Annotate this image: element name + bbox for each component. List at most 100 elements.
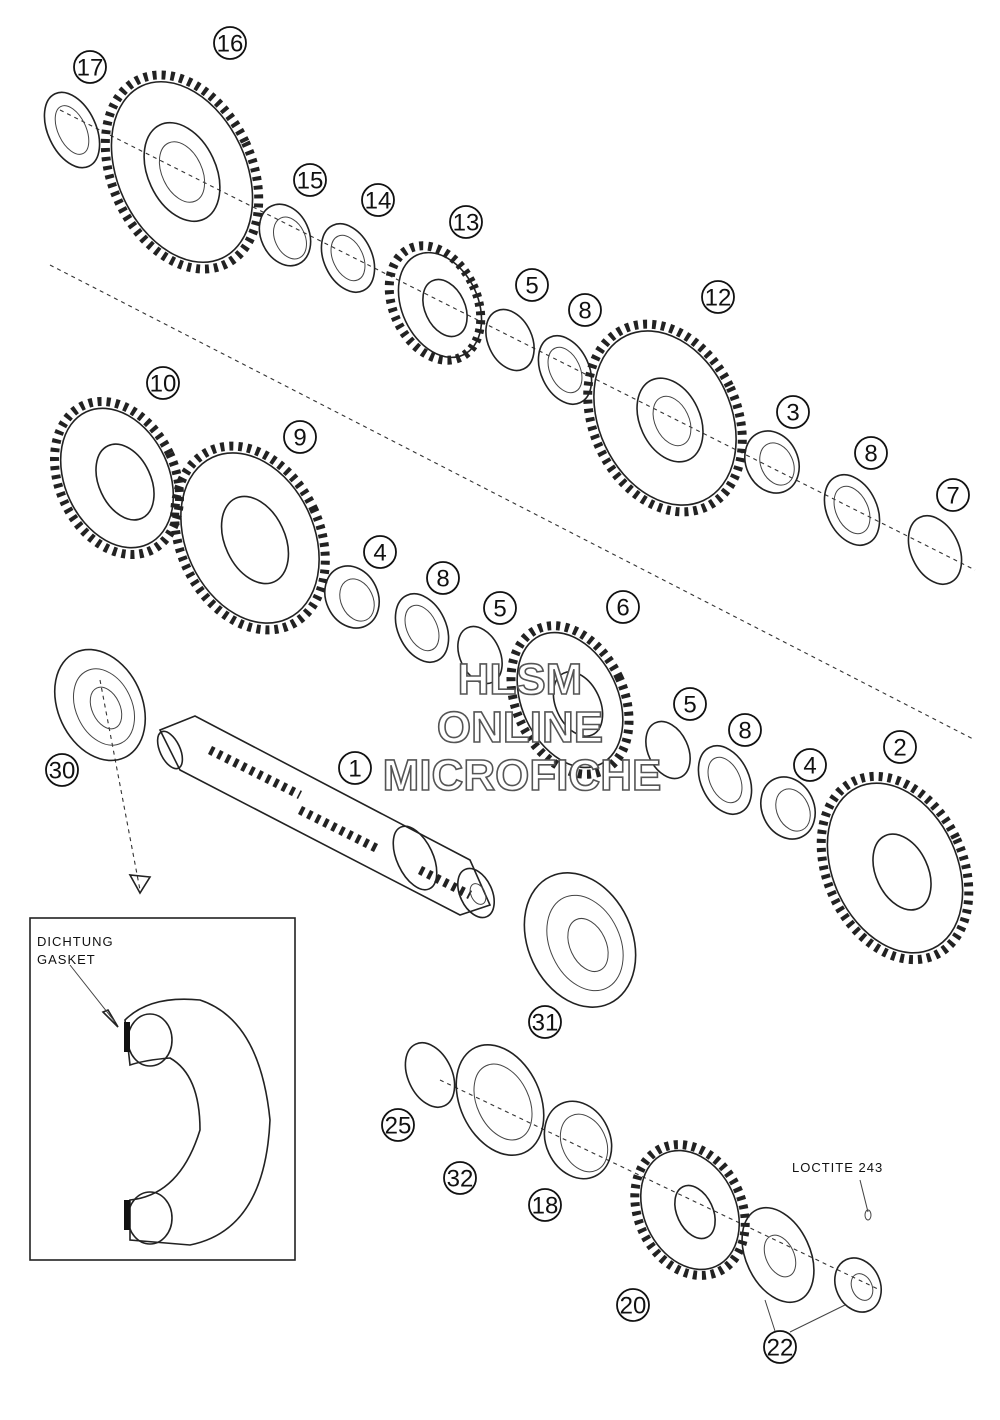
part-3-needle-bearing [744, 430, 800, 494]
svg-text:5: 5 [493, 596, 506, 623]
callout-25: 25 [381, 1108, 415, 1142]
part-22-washer-and-nut [741, 1206, 882, 1313]
callout-5-low: 5 [673, 687, 707, 721]
watermark-line-3: MICROFICHE [383, 751, 662, 800]
callout-12: 12 [701, 280, 735, 314]
callout-32: 32 [443, 1161, 477, 1195]
part-16-gear [100, 70, 264, 274]
part-4-needle-bearing [324, 565, 380, 629]
callout-14: 14 [361, 183, 395, 217]
callout-17: 17 [73, 50, 107, 84]
loctite-pointer-line [859, 1179, 869, 1213]
svg-text:30: 30 [49, 758, 76, 785]
callout-3: 3 [776, 395, 810, 429]
svg-text:25: 25 [385, 1113, 412, 1140]
part-10-gear [50, 396, 184, 560]
callout-20: 20 [616, 1288, 650, 1322]
part-15-needle-bearing [258, 203, 312, 267]
part-14-washer [320, 223, 376, 293]
part-25-circlip [404, 1042, 456, 1108]
svg-text:9: 9 [293, 425, 306, 452]
gasket-mark-bottom [124, 1200, 130, 1230]
part-6-gear [506, 621, 634, 779]
svg-text:22: 22 [767, 1335, 794, 1362]
svg-text:6: 6 [616, 595, 629, 622]
part-17-washer [43, 91, 101, 169]
callout-10: 10 [146, 366, 180, 400]
callout-31: 31 [528, 1005, 562, 1039]
svg-text:2: 2 [893, 735, 906, 762]
callout-18: 18 [528, 1188, 562, 1222]
callout-5-mid: 5 [483, 591, 517, 625]
gasket-label-en: GASKET [37, 952, 96, 967]
gasket-mark-top [124, 1022, 130, 1052]
svg-text:10: 10 [150, 371, 177, 398]
part-5-circlip-middle [457, 625, 503, 685]
svg-text:13: 13 [453, 210, 480, 237]
part-31-ball-bearing [523, 872, 637, 1008]
part-5-circlip [485, 308, 535, 372]
callout-6: 6 [606, 590, 640, 624]
part-5-circlip-lower [645, 720, 691, 780]
part-8-washer-lower [697, 745, 753, 815]
part-8-washer [537, 335, 593, 405]
callout-13: 13 [449, 205, 483, 239]
arrow-head [128, 874, 152, 895]
svg-text:7: 7 [946, 483, 959, 510]
svg-text:12: 12 [705, 285, 732, 312]
callout-8-mid: 8 [426, 561, 460, 595]
part-18-spacer [543, 1100, 613, 1180]
svg-text:8: 8 [436, 566, 449, 593]
callout-2: 2 [883, 730, 917, 764]
part-32-shaft-seal [455, 1043, 545, 1157]
callout-22: 22 [763, 1330, 797, 1364]
callout-7: 7 [936, 478, 970, 512]
svg-text:5: 5 [683, 692, 696, 719]
svg-text:18: 18 [532, 1193, 559, 1220]
svg-text:32: 32 [447, 1166, 474, 1193]
part-4-needle-bearing-lower [760, 776, 816, 840]
gasket-label-de: DICHTUNG [37, 934, 114, 949]
svg-text:5: 5 [525, 273, 538, 300]
part-12-gear [583, 319, 747, 517]
loctite-label: LOCTITE 243 [792, 1160, 883, 1175]
callout-4-mid: 4 [363, 535, 397, 569]
part-2-gear [816, 771, 974, 965]
svg-text:31: 31 [532, 1010, 559, 1037]
callout-22-leader-2 [789, 1304, 846, 1333]
watermark-line-1: HLSM [458, 655, 583, 704]
callout-9: 9 [283, 420, 317, 454]
part-7-circlip [907, 515, 963, 585]
callout-5-top: 5 [515, 268, 549, 302]
callout-8-right: 8 [854, 436, 888, 470]
callout-8-top: 8 [568, 293, 602, 327]
svg-text:20: 20 [620, 1293, 647, 1320]
svg-text:4: 4 [803, 753, 816, 780]
part-20-sprocket [630, 1140, 750, 1280]
svg-text:3: 3 [786, 400, 799, 427]
watermark-line-2: ONLINE [437, 703, 603, 752]
callout-4-low: 4 [793, 748, 827, 782]
part-8-washer-middle [394, 593, 450, 663]
svg-text:16: 16 [217, 31, 244, 58]
callout-1: 1 [338, 751, 372, 785]
gasket-pointer-line [69, 964, 116, 1023]
svg-text:8: 8 [738, 718, 751, 745]
svg-text:8: 8 [864, 441, 877, 468]
part-8-washer-right [823, 474, 881, 546]
svg-text:14: 14 [365, 188, 392, 215]
svg-text:15: 15 [297, 168, 324, 195]
svg-text:1: 1 [348, 756, 361, 783]
callout-16: 16 [213, 26, 247, 60]
svg-text:4: 4 [373, 540, 386, 567]
svg-text:17: 17 [77, 55, 104, 82]
svg-text:8: 8 [578, 298, 591, 325]
alignment-lines [49, 109, 976, 1291]
part-30-ball-bearing [53, 648, 147, 762]
part-1-main-shaft [156, 715, 495, 919]
callout-22-leader-1 [764, 1299, 776, 1332]
callout-15: 15 [293, 163, 327, 197]
gasket-arrow-head [101, 1009, 119, 1028]
part-13-sliding-gear [384, 241, 486, 365]
